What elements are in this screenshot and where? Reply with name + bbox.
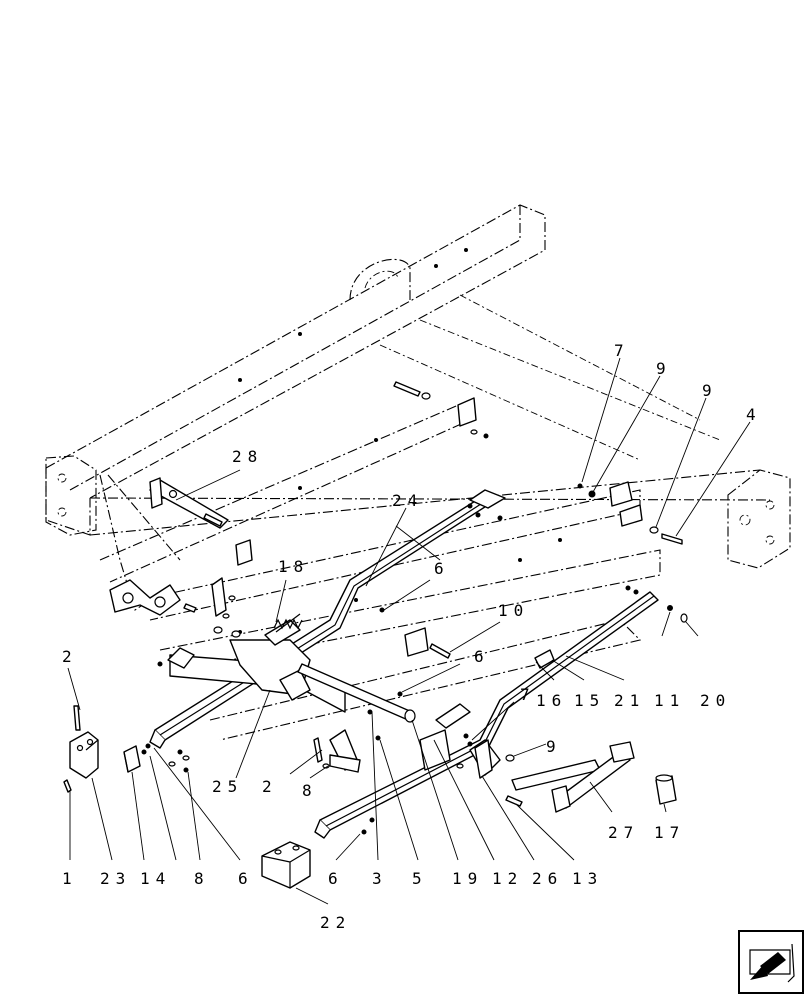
leader-lines [67, 357, 751, 905]
callout-12: 12 [492, 869, 523, 888]
callout-4: 4 [746, 405, 762, 424]
callout-16: 16 [536, 691, 567, 710]
callout-7-top: 7 [614, 341, 630, 360]
part-26-link [474, 739, 493, 779]
previous-page-arrow-icon[interactable] [738, 930, 804, 994]
callout-28: 28 [232, 447, 263, 466]
callout-6-bottom-left: 6 [238, 869, 254, 888]
part-14-block [123, 745, 141, 773]
part-28-pin [149, 477, 229, 529]
callout-21: 21 [614, 691, 645, 710]
callout-15: 15 [574, 691, 605, 710]
phantom-main-frame [45, 204, 791, 741]
callout-23: 23 [100, 869, 131, 888]
callout-13: 13 [572, 869, 603, 888]
part-19-tie-rod [297, 663, 416, 723]
callout-6-lower: 6 [474, 647, 490, 666]
callout-2-left: 2 [62, 647, 78, 666]
callout-9-mid: 9 [702, 381, 718, 400]
callout-14: 14 [140, 869, 171, 888]
part-21-right-arm [314, 591, 659, 839]
callout-19: 19 [452, 869, 483, 888]
callout-8-mid: 8 [302, 781, 318, 800]
callout-6-bottom-mid: 6 [328, 869, 344, 888]
part-25-crossbar [167, 619, 361, 773]
callout-20: 20 [700, 691, 731, 710]
callout-22: 22 [320, 913, 351, 932]
callout-10: 10 [498, 601, 529, 620]
callout-27: 27 [608, 823, 639, 842]
callout-8-bottom: 8 [194, 869, 210, 888]
callout-2-mid: 2 [262, 777, 278, 796]
misc-brackets [211, 397, 643, 776]
callout-5: 5 [412, 869, 428, 888]
callout-25: 25 [212, 777, 243, 796]
callout-18: 18 [278, 557, 309, 576]
callout-11: 11 [654, 691, 685, 710]
callout-24: 24 [392, 491, 423, 510]
callout-9-top: 9 [656, 359, 672, 378]
callout-26: 26 [532, 869, 563, 888]
callout-6-mid: 6 [434, 559, 450, 578]
callout-1: 1 [62, 869, 78, 888]
part-23-mount-block [69, 731, 99, 779]
callout-17: 17 [654, 823, 685, 842]
callout-3: 3 [372, 869, 388, 888]
part-27-crank-handle [511, 741, 635, 813]
callout-7-mid: 7 [520, 685, 536, 704]
part-22-block [261, 841, 311, 889]
callout-9-low: 9 [546, 737, 562, 756]
part-18-spring [273, 613, 303, 633]
part-17-sleeve [655, 774, 677, 805]
callout-labels: 7 9 9 4 28 24 18 6 10 6 2 16 15 21 11 20… [62, 341, 762, 932]
